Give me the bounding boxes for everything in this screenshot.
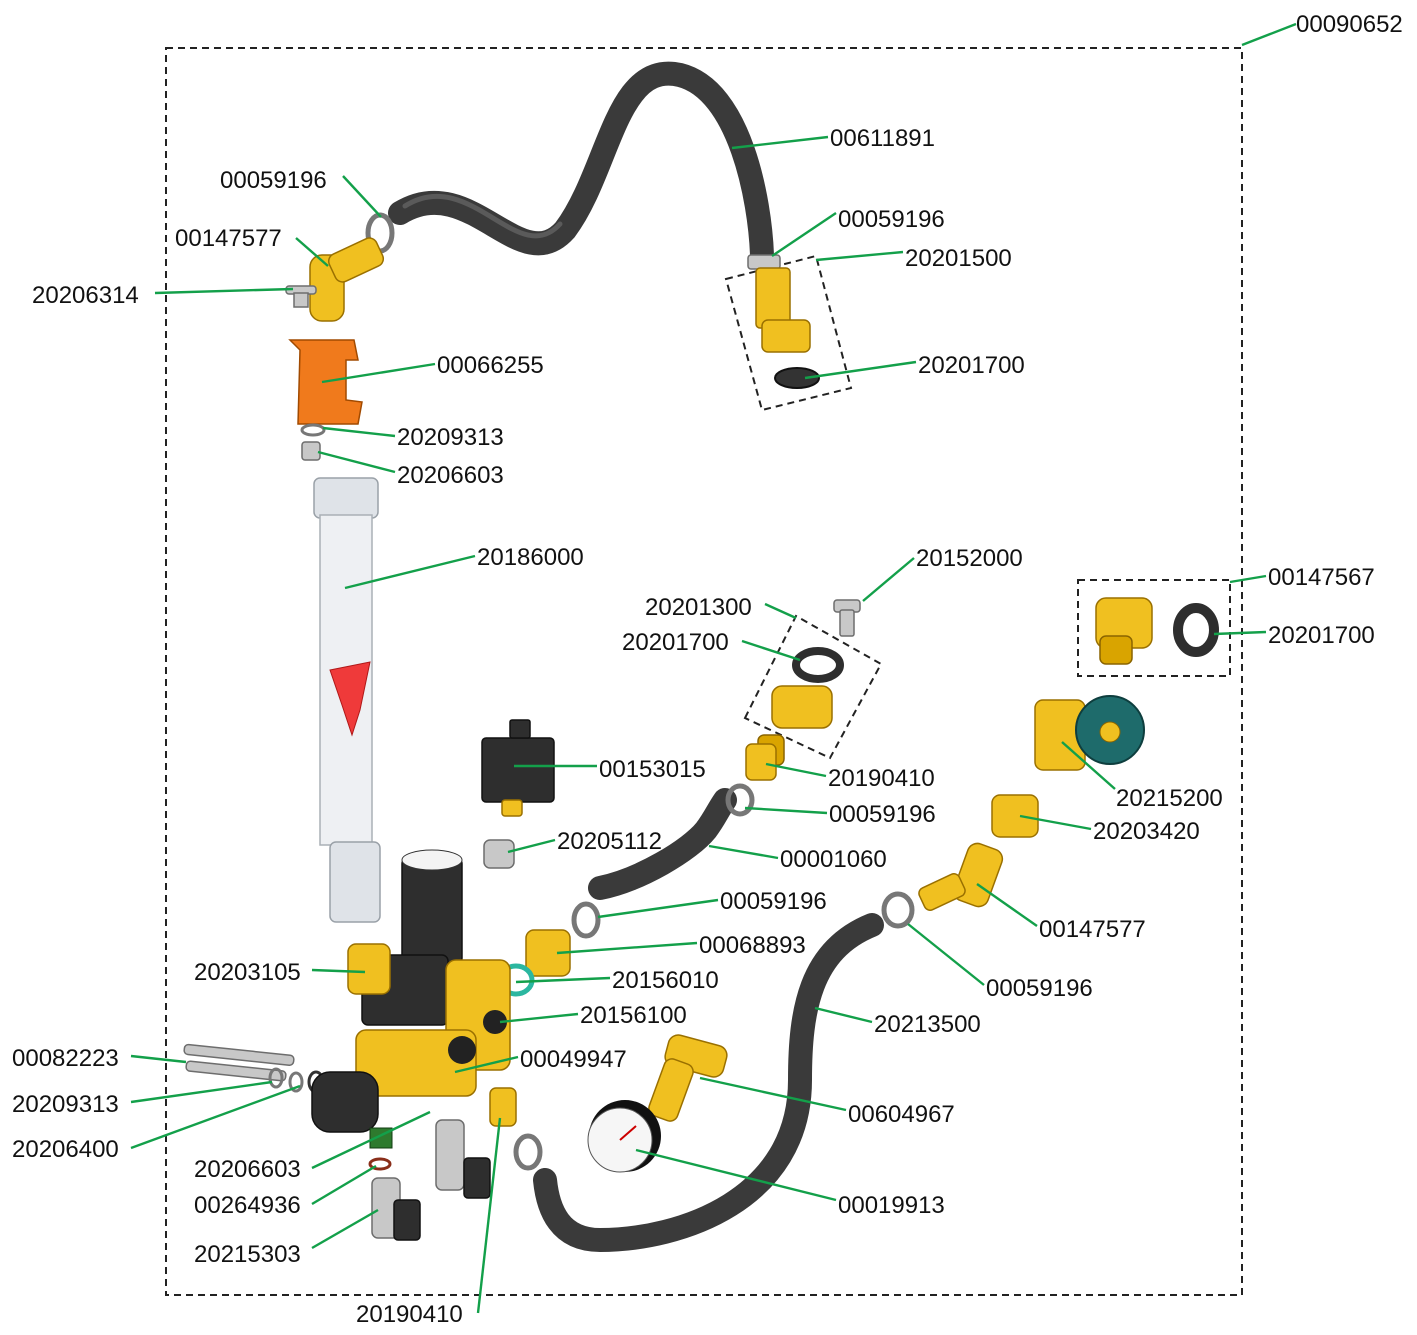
elbow-fitting-icon: [309, 237, 385, 322]
subassembly-box-coupling-20201300: [743, 614, 883, 760]
callout-20206603-a: 20206603: [397, 462, 504, 489]
assembly-boundary: [165, 47, 1243, 1296]
elbow-fitting-icon-2: [918, 842, 1004, 911]
callout-00068893: 00068893: [699, 932, 806, 959]
callout-00147567: 00147567: [1268, 564, 1375, 591]
drain-valve-icon: [371, 1177, 421, 1241]
callout-20203420: 20203420: [1093, 818, 1200, 845]
subassembly-box-00147567: [1077, 579, 1231, 677]
callout-20201500: 20201500: [905, 245, 1012, 272]
callout-20209313-b: 20209313: [12, 1091, 119, 1118]
assembly-label: 00090652: [1296, 11, 1403, 38]
solenoid-icon: [481, 719, 555, 817]
callout-20201700-c: 20201700: [1268, 622, 1375, 649]
adjusting-knob-icon: [311, 1071, 379, 1133]
callout-00059196-e: 00059196: [986, 975, 1093, 1002]
screw-icon: [285, 285, 317, 308]
hose-clamp-icon-4: [881, 891, 915, 929]
callout-00001060: 00001060: [780, 846, 887, 873]
callout-20206314: 20206314: [32, 282, 139, 309]
callout-20156010: 20156010: [612, 967, 719, 994]
callout-20215200: 20215200: [1116, 785, 1223, 812]
angle-fitting-icon: [648, 1034, 728, 1122]
callout-20209313-a: 20209313: [397, 424, 504, 451]
callout-20190410-a: 20190410: [828, 765, 935, 792]
screw-icon-2: [833, 599, 861, 637]
hose-clamp-icon-2: [725, 783, 755, 817]
seal-ring-icon-3: [1173, 603, 1219, 657]
claw-coupling-icon-2: [1095, 597, 1153, 665]
callout-20213500: 20213500: [874, 1011, 981, 1038]
callout-00059196-c: 00059196: [829, 801, 936, 828]
hose-clamp-icon-5: [513, 1133, 543, 1171]
callout-20206603-b: 20206603: [194, 1156, 301, 1183]
callout-20201700-b: 20201700: [622, 629, 729, 656]
callout-00059196-a: 00059196: [220, 167, 327, 194]
callout-20156100: 20156100: [580, 1002, 687, 1029]
callout-20152000: 20152000: [916, 545, 1023, 572]
seal-ring-icon-2: [792, 647, 844, 683]
callout-20206400: 20206400: [12, 1136, 119, 1163]
hose-clamp-icon-3: [571, 901, 601, 939]
callout-20190410-b: 20190410: [356, 1301, 463, 1328]
bolts-icon: [183, 1043, 295, 1082]
callout-20186000: 20186000: [477, 544, 584, 571]
hose-00001060: [588, 788, 737, 900]
hose-20213500: [533, 913, 884, 1253]
flowmeter-tube-icon: [313, 477, 381, 923]
callout-00049947: 00049947: [520, 1046, 627, 1073]
callout-00019913: 00019913: [838, 1192, 945, 1219]
washer-icon: [300, 423, 326, 437]
callout-00059196-b: 00059196: [838, 206, 945, 233]
leader-lines: [130, 22, 1297, 1314]
callout-20203105: 20203105: [194, 959, 301, 986]
coupling-icon: [747, 254, 811, 353]
subassembly-box-hose-coupling: [724, 254, 853, 412]
callout-00153015: 00153015: [599, 756, 706, 783]
callout-00147577-a: 00147577: [175, 225, 282, 252]
drain-valve-icon-2: [435, 1119, 491, 1199]
nipple-fitting-icon-3: [489, 1087, 517, 1127]
pressure-gauge-icon: [587, 1100, 661, 1173]
callout-00604967: 00604967: [848, 1101, 955, 1128]
callout-00059196-d: 00059196: [720, 888, 827, 915]
callout-00611891: 00611891: [830, 125, 935, 152]
valve-knob-icon: [1034, 695, 1145, 771]
hose-highlight: [402, 193, 563, 239]
callout-20201700-a: 20201700: [918, 352, 1025, 379]
nut-icon: [301, 441, 321, 461]
callout-20215303: 20215303: [194, 1241, 301, 1268]
seal-ring-icon: [774, 367, 820, 389]
callout-00264936: 00264936: [194, 1192, 301, 1219]
hose-00611891: [388, 61, 774, 267]
o-ring-icon: [368, 1157, 392, 1171]
callout-20205112: 20205112: [557, 828, 662, 855]
callout-00066255: 00066255: [437, 352, 544, 379]
callout-20201300: 20201300: [645, 594, 752, 621]
nipple-fitting-icon: [991, 794, 1039, 838]
callout-00082223: 00082223: [12, 1045, 119, 1072]
callout-00147577-b: 00147577: [1039, 916, 1146, 943]
plug-icon: [483, 839, 515, 869]
inlet-fitting-icon: [347, 943, 391, 995]
nipple-fitting-icon-2: [745, 743, 777, 781]
